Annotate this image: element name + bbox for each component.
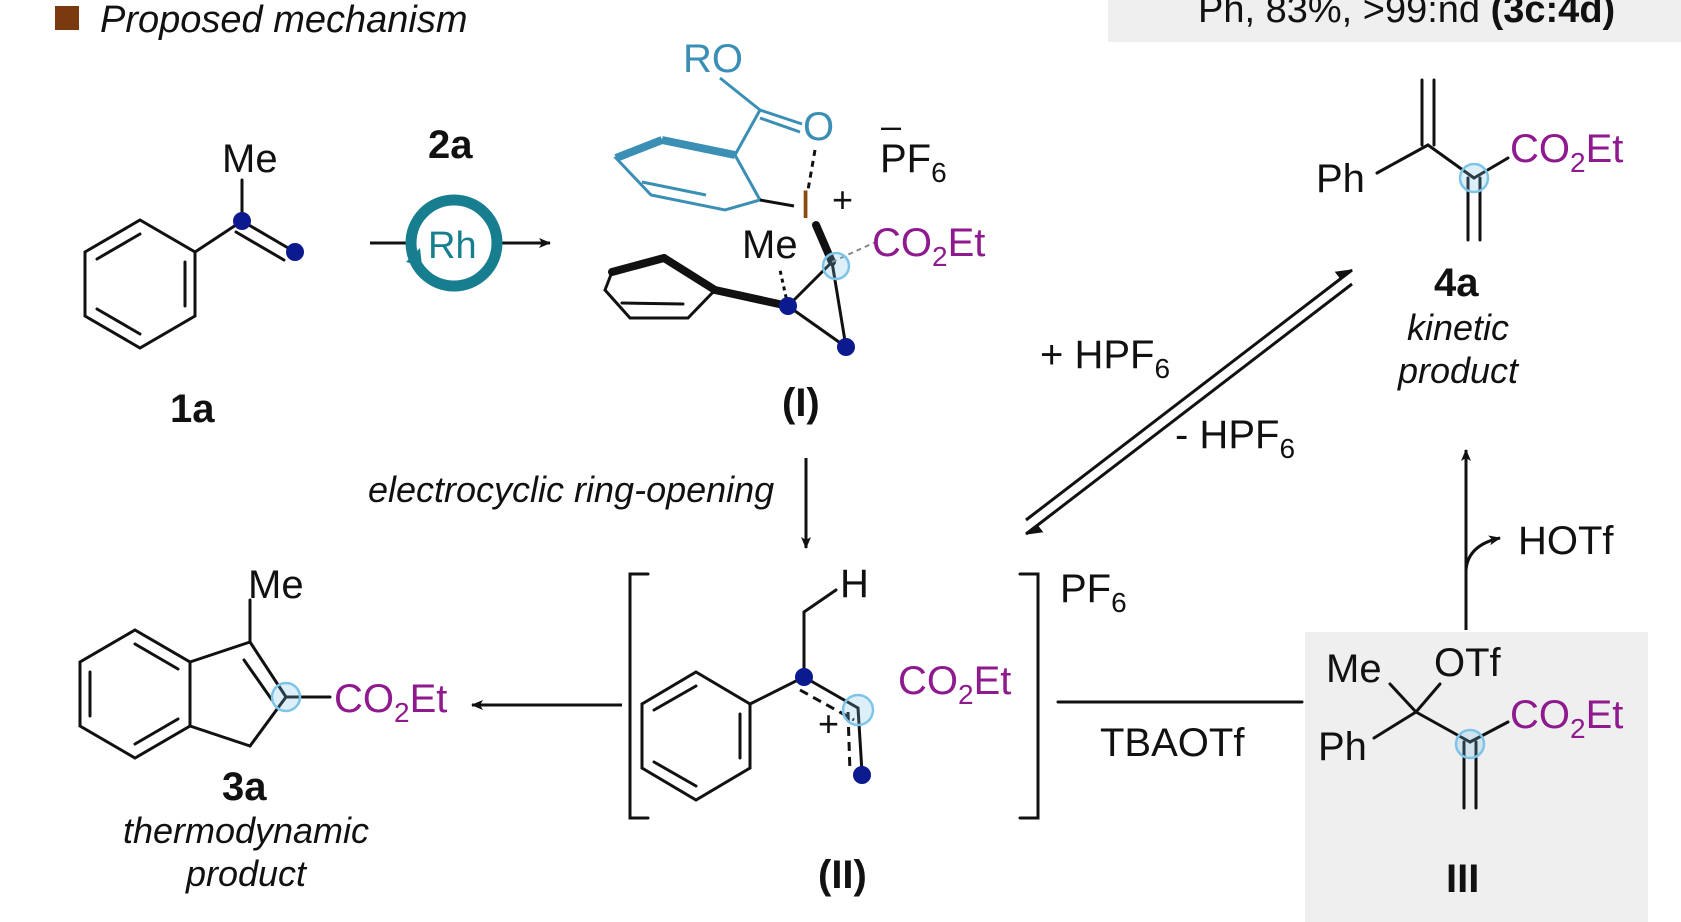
marker-dot <box>795 668 813 686</box>
header-result-box <box>1108 0 1681 42</box>
int2-ester: CO2Et <box>898 659 1011 710</box>
int1-label: (I) <box>782 381 820 425</box>
int2-counterion: PF6 <box>1060 567 1127 618</box>
ring-opening-label: electrocyclic ring-opening <box>368 469 774 510</box>
c3a-ester: CO2Et <box>334 677 447 728</box>
c4a-desc-line1: kinetic <box>1407 307 1509 348</box>
int1-carbonyl-o: O <box>803 105 834 149</box>
marker-dot <box>853 766 871 784</box>
marker-dot <box>779 297 797 315</box>
c3a-desc-line1: thermodynamic <box>123 810 369 851</box>
c3a-methyl: Me <box>248 563 304 607</box>
c1a-label: 1a <box>170 387 215 431</box>
int1-iodine: I <box>800 183 811 227</box>
rh-catalyst-step: 2a Rh <box>370 123 551 292</box>
int3-triflate: OTf <box>1434 641 1502 685</box>
marker-dot <box>233 212 251 230</box>
protonation-arrow <box>1025 268 1353 522</box>
c4a-label: 4a <box>1434 261 1479 305</box>
deprotonation-arrow <box>1025 282 1353 536</box>
compound-III: Me OTf Ph CO2Et III <box>1318 641 1623 901</box>
int1-plus: + <box>832 179 853 220</box>
int1-ester: CO2Et <box>872 221 985 272</box>
c3a-desc-line2: product <box>185 853 308 894</box>
int2-hydrogen: H <box>840 562 869 606</box>
int2-plus: + <box>818 703 839 744</box>
header-result-text: Ph, 83%, >99:nd (3c:4d) <box>1198 0 1615 31</box>
int3-ester: CO2Et <box>1510 693 1623 744</box>
int3-label: III <box>1446 857 1479 901</box>
section-title: Proposed mechanism <box>100 0 468 41</box>
minus-hpf6-label: - HPF6 <box>1175 413 1295 464</box>
int3-methyl: Me <box>1326 647 1382 691</box>
int1-ro: RO <box>683 37 743 81</box>
int1-counterion: PF6 <box>880 137 947 188</box>
marker-dot <box>837 338 855 356</box>
c1a-methyl: Me <box>222 137 278 181</box>
c4a-desc-line2: product <box>1397 350 1520 391</box>
c4a-phenyl: Ph <box>1316 157 1365 201</box>
compound-4a: Ph CO2Et 4a kinetic product <box>1316 78 1623 391</box>
int1-methyl: Me <box>742 223 798 267</box>
c3a-label: 3a <box>222 765 267 809</box>
marker-dot <box>286 243 304 261</box>
compound-1a: Me 1a <box>83 137 304 431</box>
intermediate-II: H + CO2Et PF6 (II) <box>628 562 1127 897</box>
section-bullet-icon <box>55 6 79 30</box>
hotf-label: HOTf <box>1518 519 1614 563</box>
tbaotf-label: TBAOTf <box>1100 721 1245 765</box>
intermediate-I: RO O I + – PF6 Me CO2Et (I) <box>603 37 985 425</box>
c4a-ester: CO2Et <box>1510 127 1623 178</box>
c2a-label: 2a <box>428 123 473 167</box>
rh-cycle-icon <box>405 194 503 292</box>
int3-phenyl: Ph <box>1318 725 1367 769</box>
int1-counter-minus: – <box>881 105 901 146</box>
compound-3a: Me CO2Et 3a thermodynamic product <box>78 563 447 894</box>
int2-label: (II) <box>818 853 867 897</box>
hotf-release-arrow <box>1464 535 1501 571</box>
rh-catalyst-label: Rh <box>428 225 477 267</box>
plus-hpf6-label: + HPF6 <box>1040 333 1170 384</box>
